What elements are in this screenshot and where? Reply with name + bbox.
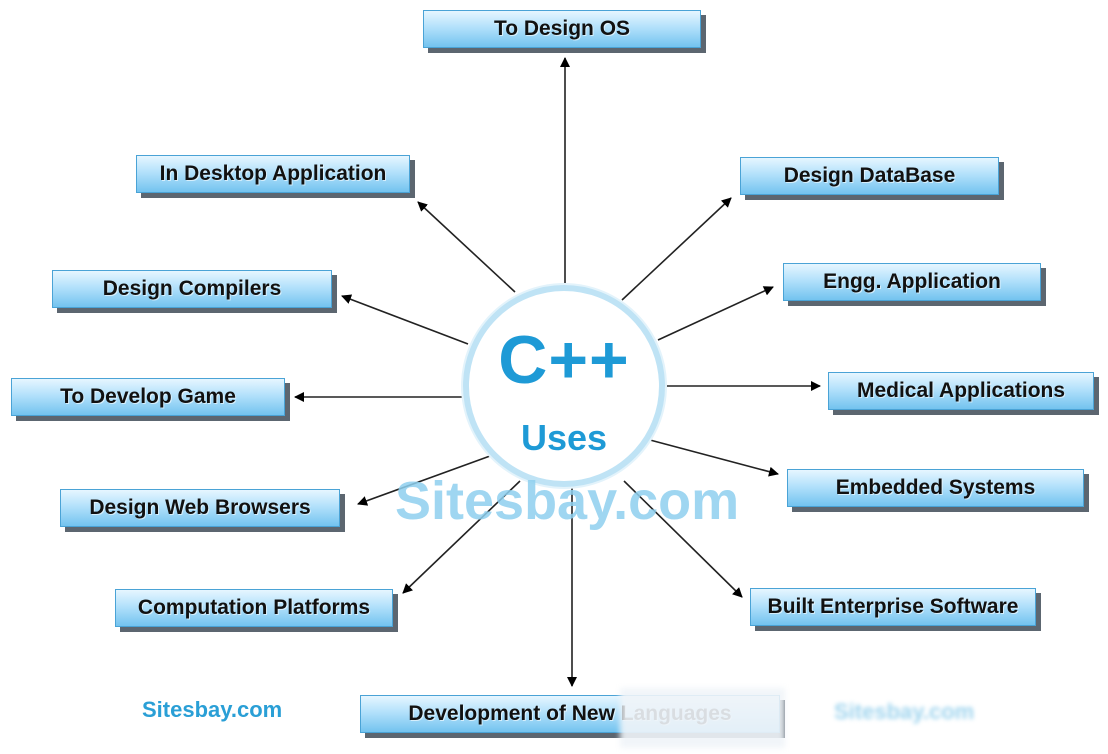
node-computation-platforms: Computation Platforms xyxy=(115,589,393,627)
watermark-bottom-right: Sitesbay.com xyxy=(834,699,975,724)
node-design-os: To Design OS xyxy=(423,10,701,48)
blur-overlay xyxy=(620,688,785,748)
arrow-design-database xyxy=(621,197,732,301)
node-desktop-application: In Desktop Application xyxy=(136,155,410,193)
node-design-database-label: Design DataBase xyxy=(783,164,956,187)
arrow-design-compilers xyxy=(341,294,469,345)
node-engg-application-label: Engg. Application xyxy=(823,270,1001,293)
node-enterprise-software: Built Enterprise Software xyxy=(750,588,1036,626)
node-desktop-application-label: In Desktop Application xyxy=(159,162,387,185)
node-web-browsers-label: Design Web Browsers xyxy=(89,496,311,519)
center-title: C++ xyxy=(498,322,630,398)
center-subtitle: Uses xyxy=(520,417,608,458)
arrow-embedded-systems xyxy=(649,439,779,477)
watermark-bottom-left: Sitesbay.com xyxy=(142,697,283,722)
arrow-web-browsers xyxy=(357,455,491,506)
node-enterprise-software-label: Built Enterprise Software xyxy=(767,595,1019,618)
node-embedded-systems: Embedded Systems xyxy=(787,469,1084,507)
arrow-enterprise-software xyxy=(623,480,743,598)
node-medical-applications: Medical Applications xyxy=(828,372,1094,410)
node-embedded-systems-label: Embedded Systems xyxy=(835,476,1036,499)
node-develop-game: To Develop Game xyxy=(11,378,285,416)
watermark-main: Sitesbay.com xyxy=(395,471,740,531)
node-design-os-label: To Design OS xyxy=(493,17,631,40)
node-design-compilers-label: Design Compilers xyxy=(102,277,282,300)
node-design-database: Design DataBase xyxy=(740,157,999,195)
arrow-engg-application xyxy=(657,286,774,341)
node-web-browsers: Design Web Browsers xyxy=(60,489,340,527)
arrow-computation-platforms xyxy=(402,480,521,594)
node-medical-applications-label: Medical Applications xyxy=(856,379,1066,402)
node-engg-application: Engg. Application xyxy=(783,263,1041,301)
node-computation-platforms-label: Computation Platforms xyxy=(137,596,371,619)
node-develop-game-label: To Develop Game xyxy=(60,385,236,408)
node-design-compilers: Design Compilers xyxy=(52,270,332,308)
arrow-desktop-application xyxy=(417,201,516,293)
center-circle: C++ Uses xyxy=(463,285,665,487)
